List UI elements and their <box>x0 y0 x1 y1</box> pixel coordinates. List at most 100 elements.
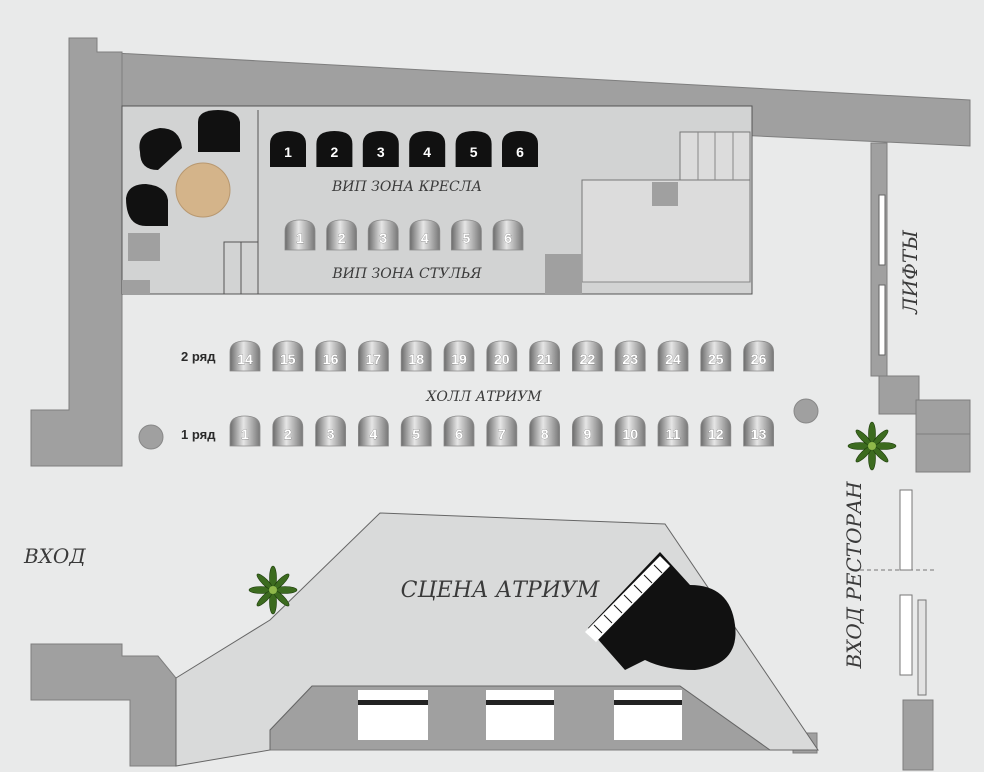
seat[interactable]: 20 <box>486 340 518 372</box>
seat[interactable]: 15 <box>272 340 304 372</box>
seat-number: 3 <box>377 144 385 160</box>
seat[interactable]: 2 <box>272 415 304 447</box>
seat-shape <box>316 131 353 167</box>
seat-number: 22 <box>580 351 596 367</box>
seat[interactable]: 10 <box>614 415 646 447</box>
seat-shape <box>614 415 646 447</box>
lounge-armchair <box>198 110 240 152</box>
seat-shape <box>358 415 389 447</box>
seat-number: 4 <box>421 230 429 246</box>
seat-number: 4 <box>423 144 431 160</box>
seat[interactable]: 21 <box>529 340 560 372</box>
seat[interactable]: 16 <box>315 340 346 372</box>
seat-shape <box>284 219 316 251</box>
seat-number: 7 <box>498 426 506 442</box>
seat[interactable]: 7 <box>486 415 518 447</box>
seat-number: 20 <box>494 351 510 367</box>
seat[interactable]: 4 <box>409 219 441 251</box>
vip-chair-seats: 1 2 3 4 5 6 <box>284 219 524 251</box>
seat-number: 5 <box>463 230 471 246</box>
seat[interactable]: 19 <box>443 340 475 372</box>
seat[interactable]: 22 <box>572 340 603 372</box>
seat-shape <box>529 340 560 372</box>
seat[interactable]: 5 <box>400 415 432 447</box>
seat-number: 5 <box>470 144 478 160</box>
row-2-seats: 14 15 16 17 18 19 20 21 22 23 24 25 26 <box>229 340 774 372</box>
label-row-1: 1 ряд <box>181 427 216 442</box>
seat-number: 25 <box>708 351 724 367</box>
seat-number: 1 <box>241 426 249 442</box>
grand-piano-icon <box>585 552 736 670</box>
seat-number: 5 <box>412 426 420 442</box>
seat-number: 23 <box>622 351 638 367</box>
seat-shape <box>657 340 689 372</box>
seat[interactable]: 1 <box>229 415 261 447</box>
seat-shape <box>455 131 492 167</box>
seat[interactable]: 3 <box>362 131 399 167</box>
label-row-2: 2 ряд <box>181 349 216 364</box>
label-stage: СЦЕНА АТРИУМ <box>401 578 600 603</box>
west-wall <box>30 37 123 467</box>
seat[interactable]: 5 <box>455 131 492 167</box>
seat-number: 10 <box>622 426 638 442</box>
seat-number: 12 <box>708 426 724 442</box>
seat[interactable]: 6 <box>502 131 538 167</box>
seat[interactable]: 3 <box>367 219 399 251</box>
seat-number: 19 <box>451 351 467 367</box>
seat[interactable]: 11 <box>657 415 689 447</box>
label-hall: ХОЛЛ АТРИУМ <box>425 389 542 405</box>
seat[interactable]: 2 <box>316 131 353 167</box>
restaurant-doors <box>860 489 935 696</box>
plant-icon <box>248 565 298 615</box>
seat[interactable]: 12 <box>700 415 732 447</box>
seat[interactable]: 3 <box>315 415 346 447</box>
seat-shape <box>743 415 774 447</box>
seat-shape <box>572 415 603 447</box>
seat[interactable]: 5 <box>451 219 482 251</box>
vip-armchair-seats: 1 2 3 4 5 6 <box>270 131 538 167</box>
seat-shape <box>272 340 304 372</box>
seat-number: 6 <box>455 426 463 442</box>
seat-shape <box>743 340 774 372</box>
seat-shape <box>700 415 732 447</box>
seat-shape <box>400 340 432 372</box>
seat[interactable]: 24 <box>657 340 689 372</box>
seat[interactable]: 1 <box>284 219 316 251</box>
seat-shape <box>572 340 603 372</box>
seat[interactable]: 13 <box>743 415 774 447</box>
seat[interactable]: 23 <box>614 340 646 372</box>
seat-number: 6 <box>516 144 524 160</box>
seat-shape <box>486 340 518 372</box>
plant-icon <box>847 421 897 471</box>
seat[interactable]: 14 <box>229 340 261 372</box>
seat[interactable]: 26 <box>743 340 774 372</box>
seat-number: 2 <box>284 426 292 442</box>
seat[interactable]: 6 <box>443 415 475 447</box>
seat-number: 1 <box>296 230 304 246</box>
seat[interactable]: 17 <box>358 340 389 372</box>
seat[interactable]: 6 <box>492 219 524 251</box>
seat-number: 18 <box>408 351 424 367</box>
label-restaurant-entrance: ВХОД РЕСТОРАН <box>842 481 866 670</box>
seat[interactable]: 18 <box>400 340 432 372</box>
seat[interactable]: 8 <box>529 415 560 447</box>
seat[interactable]: 4 <box>358 415 389 447</box>
seat[interactable]: 1 <box>270 131 306 167</box>
seat-shape <box>502 131 538 167</box>
seat-shape <box>443 340 475 372</box>
seat[interactable]: 2 <box>326 219 357 251</box>
seat[interactable]: 9 <box>572 415 603 447</box>
lounge-armchair <box>126 184 168 226</box>
seat-number: 15 <box>280 351 296 367</box>
seat-number: 2 <box>331 144 339 160</box>
lift-doors <box>878 194 886 356</box>
seat-shape <box>315 415 346 447</box>
seat-shape <box>400 415 432 447</box>
seat-number: 24 <box>665 351 681 367</box>
seat[interactable]: 4 <box>409 131 446 167</box>
seat-number: 2 <box>338 230 346 246</box>
seat[interactable]: 25 <box>700 340 732 372</box>
seat-shape <box>409 131 446 167</box>
